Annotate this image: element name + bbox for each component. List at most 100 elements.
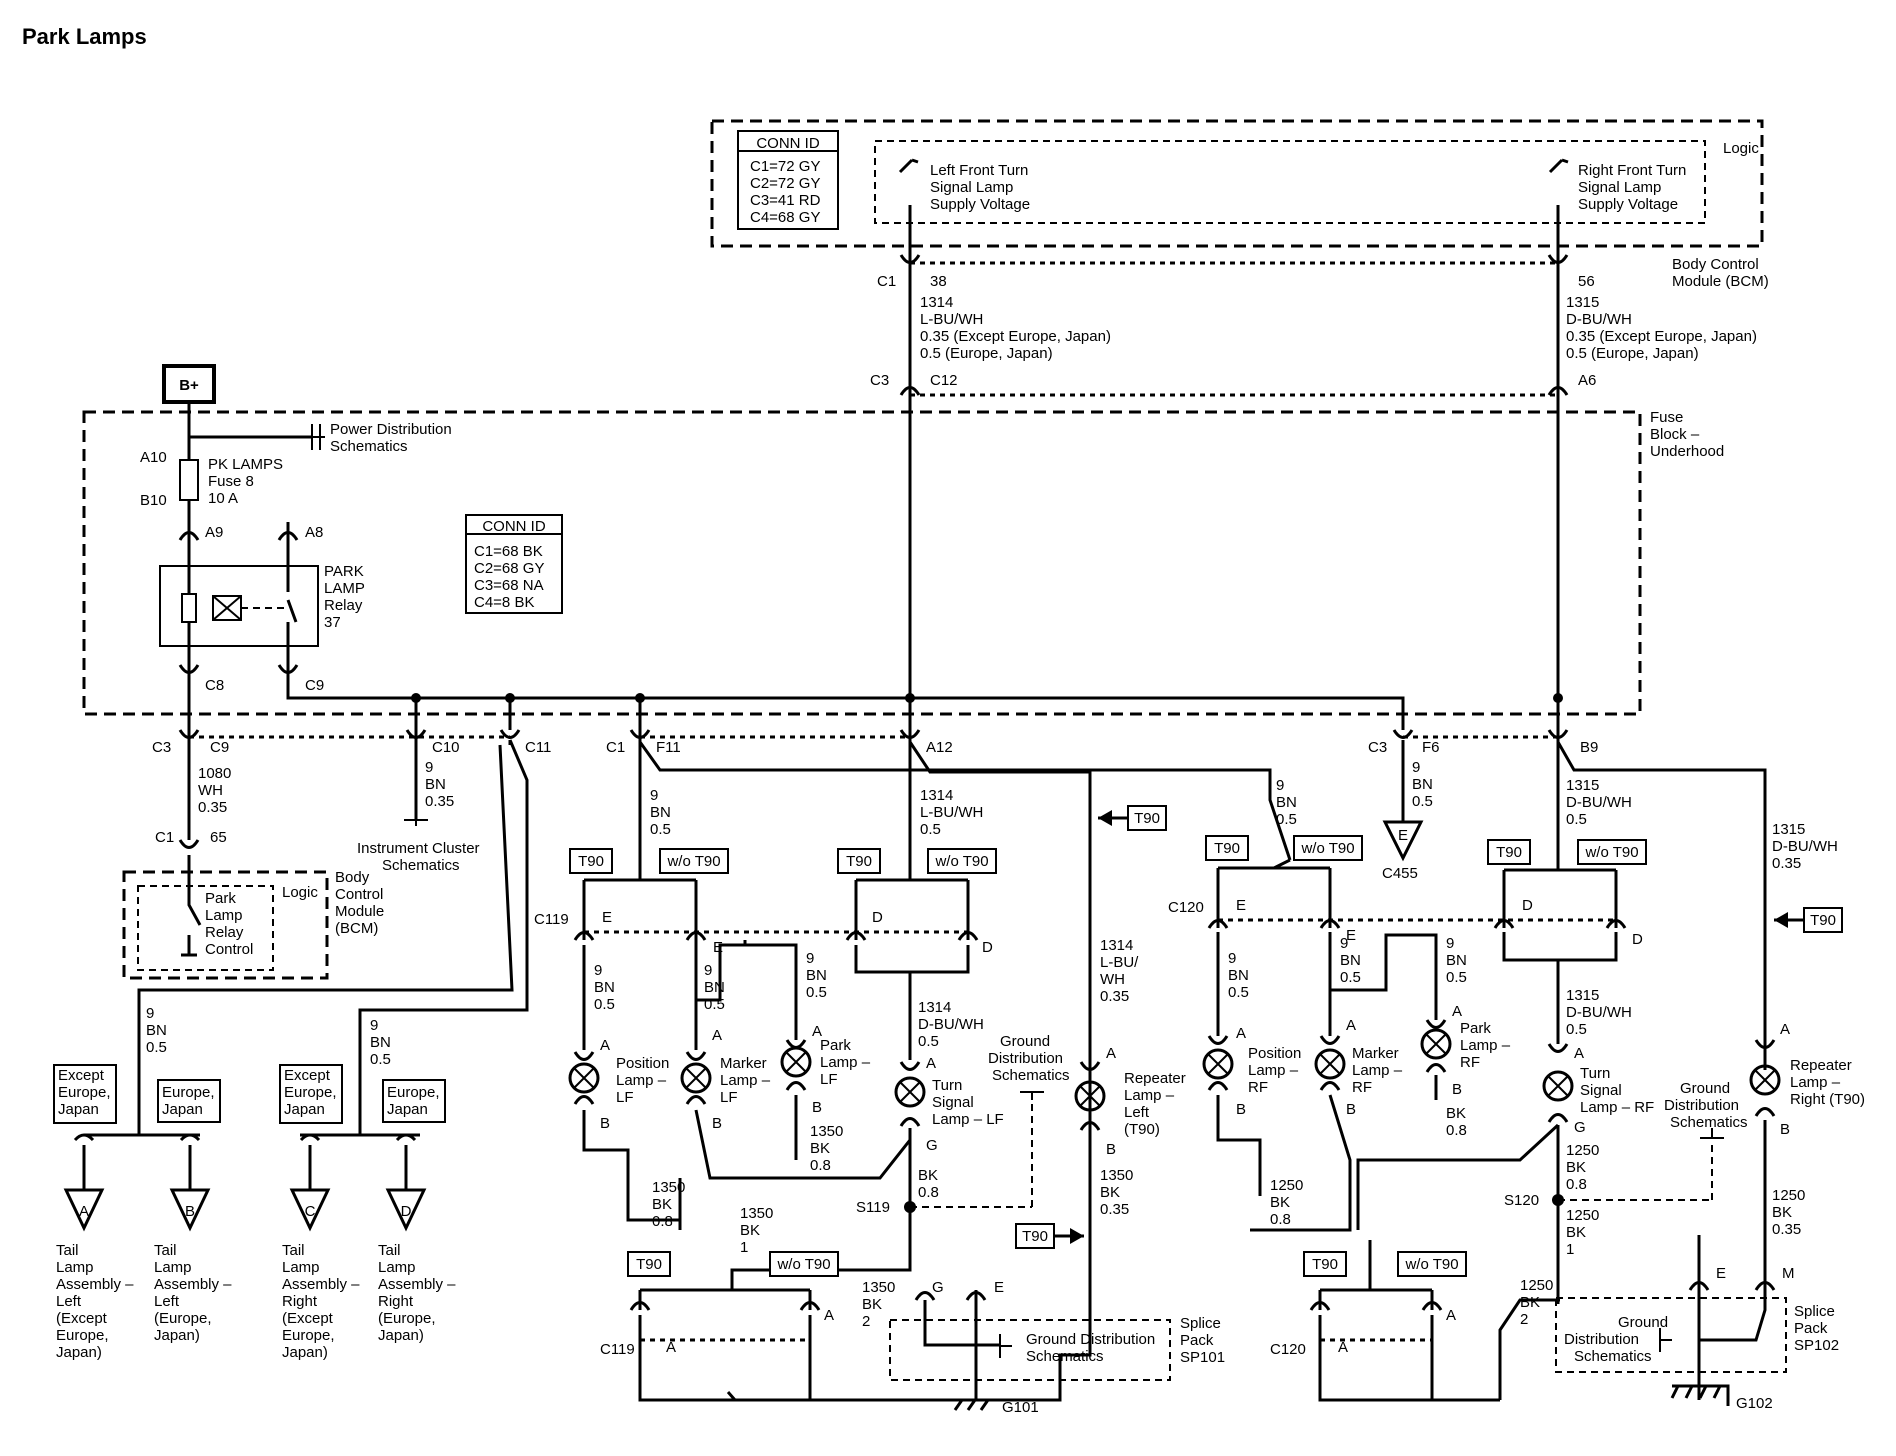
svg-text:Turn: Turn bbox=[1580, 1065, 1610, 1082]
marker-lamp-rf: AB Marker Lamp – RF bbox=[1314, 1017, 1403, 1118]
pin-a12-label: A12 bbox=[926, 739, 953, 756]
svg-text:0.35: 0.35 bbox=[1772, 1221, 1801, 1238]
pin-m-sp102: M bbox=[1782, 1265, 1795, 1282]
pin-56-label: 56 bbox=[1578, 273, 1595, 290]
svg-text:Schematics: Schematics bbox=[330, 438, 408, 455]
t90-arrow-lf-bottom: T90 bbox=[1015, 1223, 1084, 1249]
svg-text:Japan: Japan bbox=[284, 1101, 325, 1118]
svg-text:Lamp: Lamp bbox=[282, 1259, 320, 1276]
svg-text:1250: 1250 bbox=[1566, 1207, 1599, 1224]
svg-text:0.35: 0.35 bbox=[425, 793, 454, 810]
svg-text:BK: BK bbox=[1270, 1194, 1290, 1211]
svg-text:1350: 1350 bbox=[652, 1179, 685, 1196]
conn-c1-label: C1 bbox=[877, 273, 896, 290]
svg-text:Schematics: Schematics bbox=[1670, 1114, 1748, 1131]
svg-text:B: B bbox=[1346, 1101, 1356, 1118]
svg-text:C2=72 GY: C2=72 GY bbox=[750, 175, 820, 192]
conn-c9-label: C9 bbox=[210, 739, 229, 756]
ground-e-c455: E C455 bbox=[1382, 820, 1424, 882]
option-wot90-rf1: w/o T90 bbox=[1293, 835, 1363, 861]
svg-text:Europe,: Europe, bbox=[162, 1084, 215, 1101]
svg-text:Japan: Japan bbox=[387, 1101, 428, 1118]
svg-text:1: 1 bbox=[1566, 1241, 1574, 1258]
svg-text:L-BU/WH: L-BU/WH bbox=[920, 804, 983, 821]
svg-text:1250: 1250 bbox=[1270, 1177, 1303, 1194]
pin-65-label: 65 bbox=[210, 829, 227, 846]
svg-text:B: B bbox=[1106, 1141, 1116, 1158]
svg-text:PK LAMPS: PK LAMPS bbox=[208, 456, 283, 473]
svg-text:BK: BK bbox=[918, 1167, 938, 1184]
svg-text:Assembly –: Assembly – bbox=[378, 1276, 456, 1293]
svg-text:0.8: 0.8 bbox=[810, 1157, 831, 1174]
svg-text:B: B bbox=[600, 1115, 610, 1132]
fuse-8-icon bbox=[179, 459, 199, 501]
option-wot90-c119b: w/o T90 bbox=[769, 1251, 839, 1277]
wire-1314-repeater bbox=[908, 741, 1092, 1300]
svg-text:0.8: 0.8 bbox=[652, 1213, 673, 1230]
wire-1250-1-rf-label: 1250 BK 1 bbox=[1566, 1207, 1599, 1258]
svg-text:1350: 1350 bbox=[1100, 1167, 1133, 1184]
svg-text:BN: BN bbox=[1228, 967, 1249, 984]
wire-1314-lf-label: 1314 L-BU/WH 0.5 bbox=[920, 787, 983, 838]
park-lamp-supply-bus bbox=[286, 680, 1405, 730]
svg-text:Lamp –: Lamp – bbox=[720, 1072, 771, 1089]
svg-text:Park: Park bbox=[205, 890, 236, 907]
conn-id2-header: CONN ID bbox=[482, 518, 546, 535]
svg-text:A: A bbox=[1574, 1045, 1584, 1062]
option-except-right: Except Europe, Japan bbox=[279, 1064, 343, 1124]
bcm-top-label: Body Control Module (BCM) bbox=[1672, 256, 1769, 290]
pin-a6-label: A6 bbox=[1578, 372, 1596, 389]
svg-text:C4=8 BK: C4=8 BK bbox=[474, 594, 534, 611]
svg-text:BN: BN bbox=[1412, 776, 1433, 793]
gds-ref-icon-sp101 bbox=[999, 1334, 1012, 1358]
t90-arrow-lf: T90 bbox=[1098, 805, 1167, 831]
svg-text:Signal Lamp: Signal Lamp bbox=[930, 179, 1013, 196]
wire-1350-lf-label: 1350 BK 0.8 bbox=[652, 1179, 685, 1230]
svg-text:Tail: Tail bbox=[378, 1242, 401, 1259]
ground-dist-ref-icon-rf bbox=[1700, 1128, 1724, 1139]
svg-text:B: B bbox=[712, 1115, 722, 1132]
svg-text:A: A bbox=[812, 1023, 822, 1040]
svg-text:1314: 1314 bbox=[918, 999, 951, 1016]
svg-text:(Europe,: (Europe, bbox=[378, 1310, 436, 1327]
conn-c3-f6: C3 bbox=[1368, 739, 1387, 756]
pin-a8-label: A8 bbox=[305, 524, 323, 541]
svg-text:Block –: Block – bbox=[1650, 426, 1700, 443]
svg-text:Signal: Signal bbox=[1580, 1082, 1622, 1099]
svg-text:E: E bbox=[1398, 827, 1408, 844]
svg-text:BK: BK bbox=[740, 1222, 760, 1239]
conn-id-table-top: C1=72 GY C2=72 GY C3=41 RD C4=68 GY bbox=[750, 158, 821, 226]
svg-text:Relay: Relay bbox=[205, 924, 244, 941]
ground-dist-lf-label: Ground Distribution Schematics bbox=[988, 1033, 1070, 1084]
ground-dist-ref-icon-lf bbox=[1020, 1091, 1044, 1100]
svg-text:BK: BK bbox=[652, 1196, 672, 1213]
svg-text:Except: Except bbox=[58, 1067, 105, 1084]
conn-c120-label: C120 bbox=[1168, 899, 1204, 916]
s120-label: S120 bbox=[1504, 1192, 1539, 1209]
bplus-box bbox=[162, 364, 216, 404]
wire-9bn-rf-label: 9 BN 0.5 bbox=[1276, 777, 1297, 828]
conn-c3-c12-arc bbox=[899, 386, 921, 396]
svg-text:Tail: Tail bbox=[56, 1242, 79, 1259]
conn-c12-label: C12 bbox=[930, 372, 958, 389]
svg-text:B: B bbox=[1452, 1081, 1462, 1098]
svg-text:2: 2 bbox=[862, 1313, 870, 1330]
svg-text:Module (BCM): Module (BCM) bbox=[1672, 273, 1769, 290]
svg-text:9: 9 bbox=[704, 962, 712, 979]
wire-1350-park-lf-label: 1350 BK 0.8 bbox=[810, 1123, 843, 1174]
pin-a-c119-b1: A bbox=[666, 1339, 676, 1356]
svg-text:9: 9 bbox=[1412, 759, 1420, 776]
svg-text:Lamp –: Lamp – bbox=[616, 1072, 667, 1089]
svg-text:D-BU/WH: D-BU/WH bbox=[1566, 794, 1632, 811]
relay-label: PARK LAMP Relay 37 bbox=[324, 563, 365, 631]
option-t90-rf1: T90 bbox=[1205, 835, 1249, 861]
svg-text:0.8: 0.8 bbox=[1566, 1176, 1587, 1193]
svg-text:SP101: SP101 bbox=[1180, 1349, 1225, 1366]
svg-text:RF: RF bbox=[1352, 1079, 1372, 1096]
svg-text:T90: T90 bbox=[1810, 912, 1836, 929]
position-lamp-rf: AB Position Lamp – RF bbox=[1202, 1025, 1301, 1118]
svg-text:Assembly –: Assembly – bbox=[282, 1276, 360, 1293]
pin-f11-label: F11 bbox=[656, 739, 681, 756]
